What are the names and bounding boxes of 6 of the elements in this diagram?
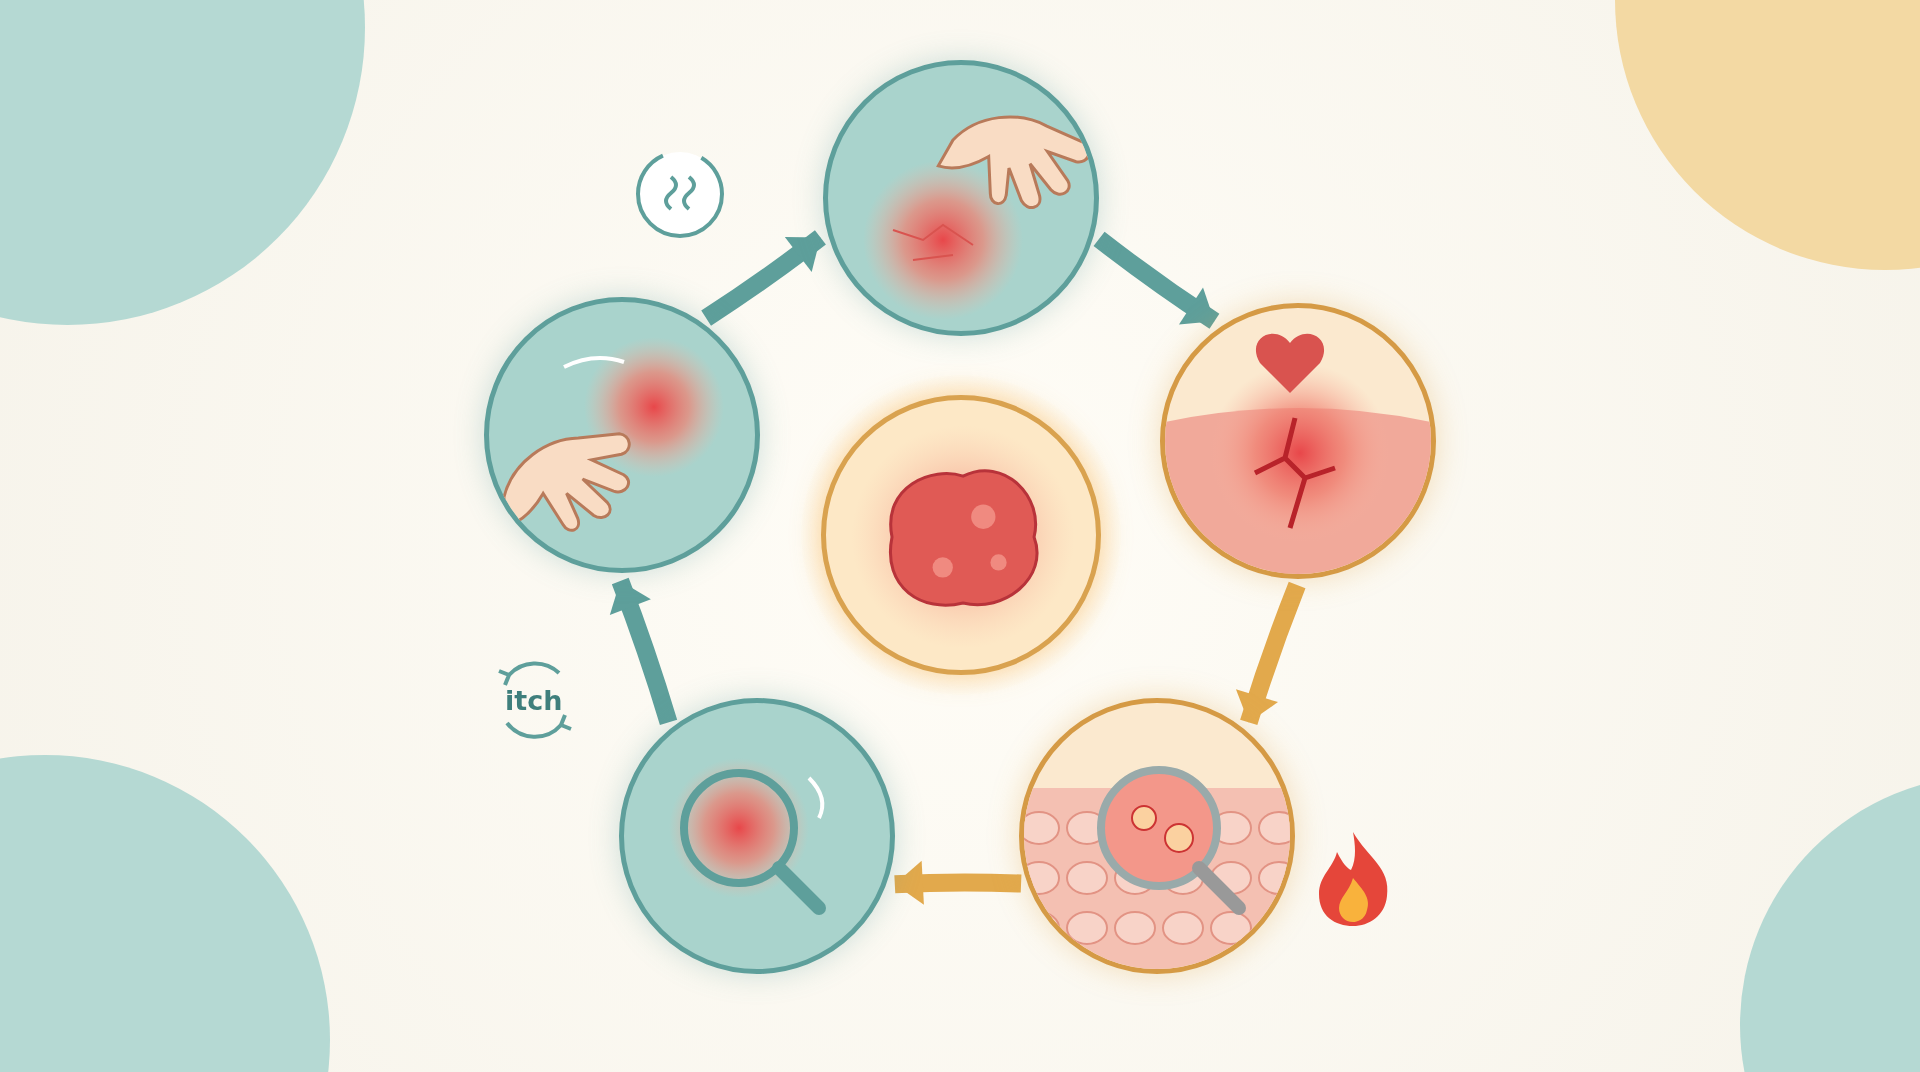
cycle-arrow bbox=[894, 860, 1022, 905]
itch-label: itch bbox=[505, 687, 563, 714]
cycle-arrow bbox=[1236, 581, 1306, 726]
cycle-arrow bbox=[1093, 231, 1220, 329]
cycle-arrow bbox=[609, 577, 678, 725]
cycle-arrow bbox=[701, 230, 826, 326]
